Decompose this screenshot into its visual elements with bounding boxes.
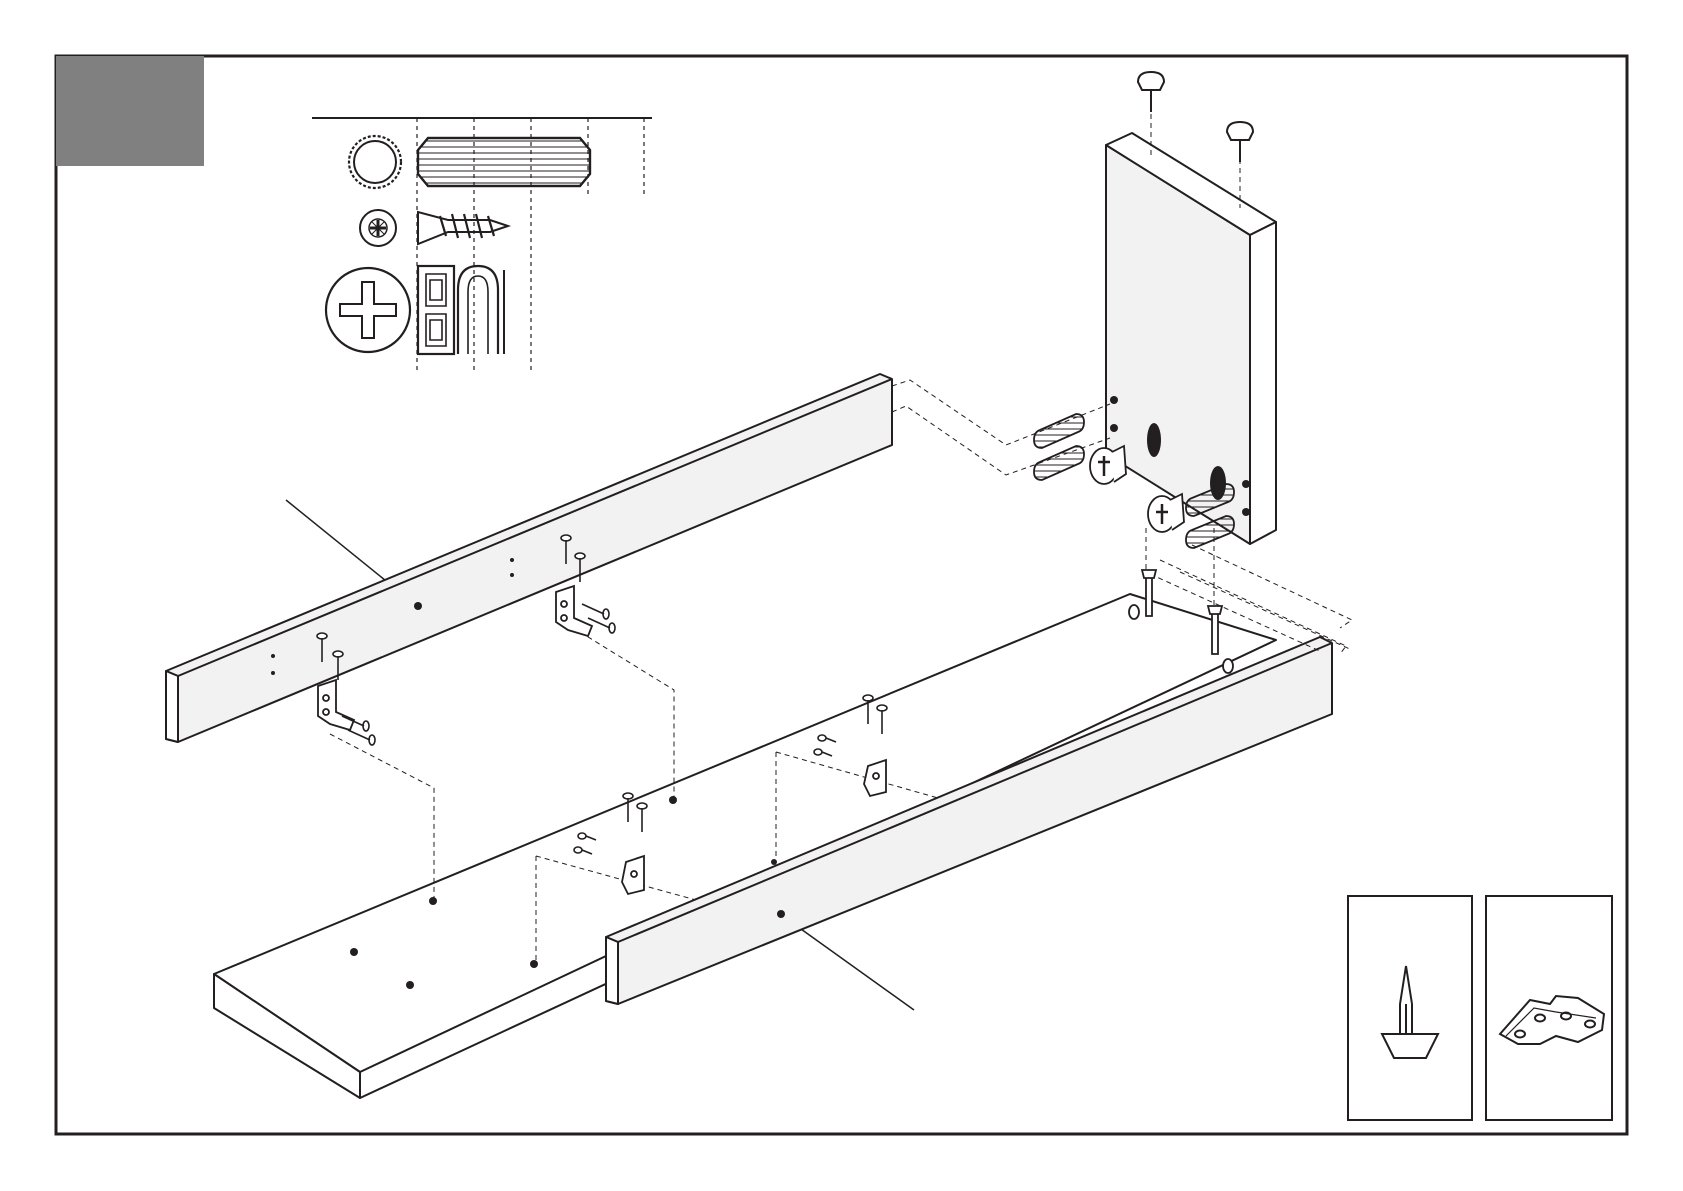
nail-glide-icon — [1382, 966, 1438, 1058]
screw-icon — [418, 212, 508, 244]
back-rail-end — [166, 671, 178, 742]
angle-bracket-icon — [1500, 996, 1604, 1044]
base-panel — [214, 594, 1276, 1098]
base-panel-top — [214, 594, 1276, 1072]
cam-lock-icon — [1090, 446, 1126, 484]
angle-bracket-icon — [556, 586, 592, 636]
nail-glide-icon — [1138, 72, 1164, 112]
dowel-icon — [418, 138, 590, 186]
angle-bracket-icon — [318, 680, 354, 730]
back-rail — [166, 374, 892, 742]
step-badge — [56, 56, 204, 166]
front-rail-end — [606, 937, 618, 1004]
angle-bracket-icon — [864, 760, 886, 796]
nail-glide-detail — [1348, 896, 1472, 1120]
angle-bracket-icon — [622, 856, 644, 894]
phillips-screwdriver-icon — [326, 268, 410, 352]
pozidriv-head-icon — [360, 210, 396, 246]
cam-lock-icon — [1148, 494, 1184, 532]
nail-glide-icon — [1227, 122, 1253, 162]
back-rail-face — [166, 374, 892, 742]
angle-bracket-detail — [1486, 896, 1612, 1120]
side-panel — [1106, 133, 1276, 544]
plastic-clip-icon — [418, 266, 504, 354]
side-panel-edge — [1250, 222, 1276, 544]
dowel-end-icon — [349, 136, 401, 188]
hardware-legend — [312, 118, 652, 372]
